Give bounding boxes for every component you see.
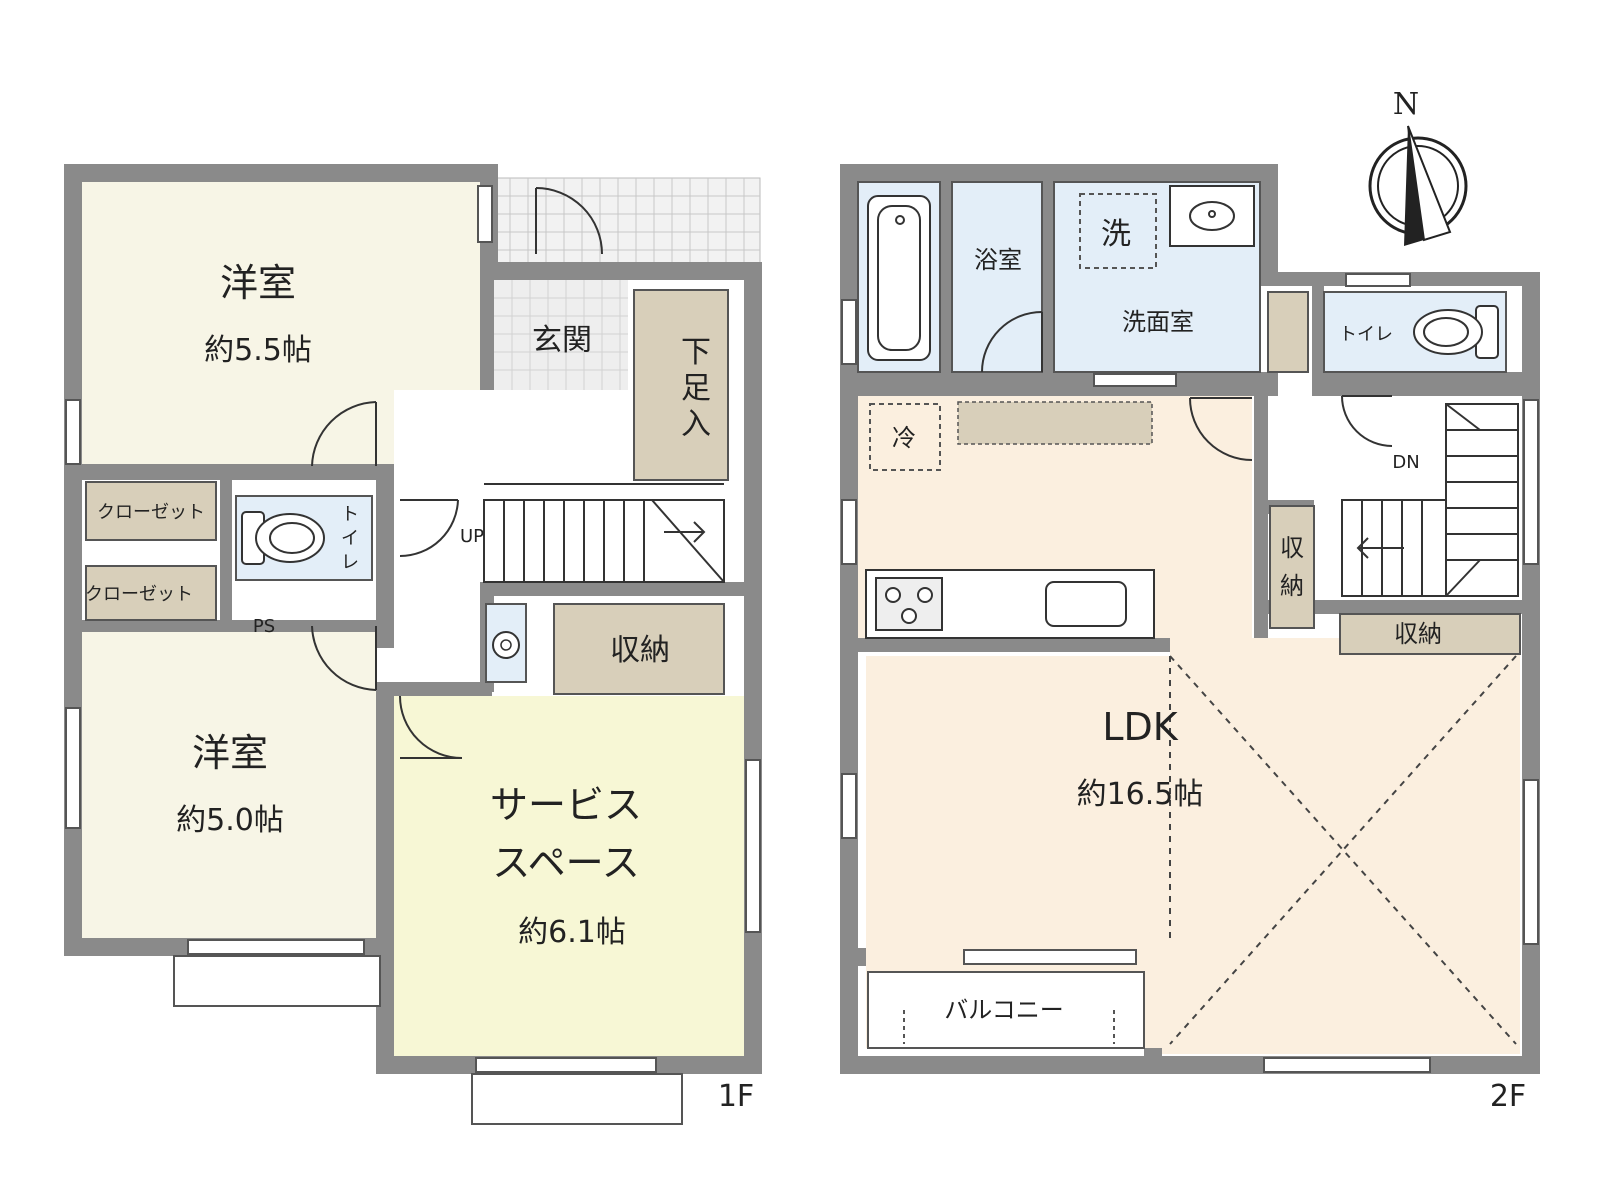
fridge-label: 冷: [892, 424, 916, 452]
void-area: [1169, 655, 1517, 1045]
storage-2f-h-label: 収納: [1394, 620, 1442, 648]
toilet-label-1: ト: [341, 504, 359, 525]
counter-top: [957, 401, 1153, 445]
service-size: 約6.1帖: [518, 915, 626, 950]
washer-space: [1079, 193, 1157, 269]
floor-1-label: 1F: [718, 1079, 754, 1114]
step-1f-b: [471, 1073, 683, 1125]
toilet-label-2: イ: [341, 528, 359, 549]
room-b-name: 洋室: [192, 731, 268, 775]
doors-2f: [981, 311, 1393, 461]
room-a-size: 約5.5帖: [204, 333, 312, 368]
compass-north-label: N: [1393, 87, 1419, 122]
entrance-label: 玄関: [532, 323, 592, 358]
closet-a: [85, 481, 217, 541]
shoe-label-3: 入: [681, 407, 711, 442]
western-room-b: [82, 632, 376, 938]
ps-label: PS: [253, 616, 275, 637]
storage-2f-v-label-1: 収: [1280, 534, 1304, 562]
shoe-label-2: 足: [681, 371, 711, 406]
storage-2f-v: [1267, 291, 1309, 373]
step-1f-a: [173, 955, 381, 1007]
washroom-label: 洗面室: [1122, 308, 1194, 336]
balcony-label: バルコニー: [944, 996, 1064, 1024]
dn-label: DN: [1392, 452, 1419, 473]
shoe-storage: [633, 289, 729, 481]
washbasin-2f: [1169, 185, 1255, 247]
up-label: UP: [460, 526, 484, 547]
floor-1: 洋室 約5.5帖 洋室 約5.0帖 サービス スペース 約6.1帖 玄関 下 足…: [64, 164, 762, 1125]
floor-2: 浴室 洗 洗面室 トイレ 冷 収 納 収納 DN LDK 約16.5帖 バルコニ…: [840, 164, 1540, 1114]
service-name-2: スペース: [492, 841, 639, 885]
storage-1f-label: 収納: [610, 633, 670, 668]
toilet-fixture-2f: [1413, 305, 1499, 359]
room-a-name: 洋室: [220, 261, 296, 305]
kitchen-counter: [865, 569, 1155, 639]
closet-b: [85, 565, 217, 621]
closet-a-label: クローゼット: [97, 502, 205, 523]
shoe-label-1: 下: [681, 335, 711, 370]
toilet-label-3: レ: [341, 552, 359, 573]
toilet-fixture-1f: [241, 511, 325, 565]
closet-b-label: クローゼット: [85, 584, 193, 605]
windows-2f: [841, 273, 1539, 1073]
porch-tiles: [491, 177, 761, 271]
fridge-space: [869, 403, 941, 471]
ldk-size: 約16.5帖: [1077, 777, 1204, 812]
storage-2f-h: [1339, 613, 1521, 655]
doors-1f: [311, 187, 603, 759]
bath-label: 浴室: [974, 246, 1022, 274]
floor-2-label: 2F: [1490, 1079, 1526, 1114]
storage-2f-v-label-2: 納: [1280, 572, 1304, 600]
stairs-1f: [483, 483, 725, 583]
service-space: [394, 696, 744, 1056]
storage-2f-right: [1269, 505, 1315, 629]
service-name-1: サービス: [490, 783, 642, 827]
washer-label: 洗: [1101, 217, 1131, 252]
compass: N: [1368, 87, 1468, 246]
bathtub: [867, 195, 931, 361]
stairs-2f: [1341, 403, 1519, 597]
ldk-name: LDK: [1102, 705, 1178, 749]
balcony: [867, 971, 1145, 1049]
storage-1f: [553, 603, 725, 695]
north-arrow-icon: [1404, 126, 1424, 246]
toilet-2f-label: トイレ: [1339, 324, 1393, 345]
windows-1f: [65, 185, 761, 1073]
room-b-size: 約5.0帖: [176, 803, 284, 838]
